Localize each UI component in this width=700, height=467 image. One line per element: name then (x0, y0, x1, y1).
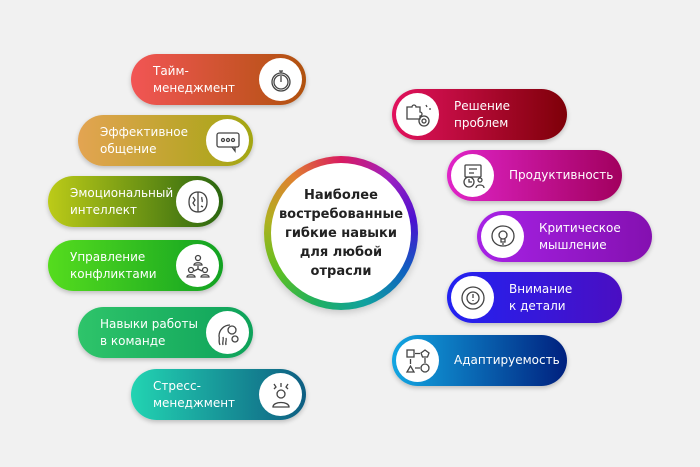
skill-label: Эмоциональный интеллект (70, 185, 174, 217)
skill-label: Стресс- менеджмент (153, 378, 236, 410)
skill-pill-right-2: Продуктивность (447, 150, 622, 201)
people-network-icon (176, 244, 219, 287)
skill-pill-right-5: Адаптируемость (392, 335, 567, 386)
skill-pill-left-5: Навыки работы в команде (78, 307, 253, 358)
lightbulb-brain-icon (481, 215, 524, 258)
skill-label: Продуктивность (509, 168, 614, 182)
skill-label: Управление конфликтами (70, 249, 157, 281)
center-circle: Наиболее востребованные гибкие навыки дл… (264, 156, 418, 310)
center-title: Наиболее востребованные гибкие навыки дл… (278, 187, 404, 279)
skill-label: Адаптируемость (454, 353, 560, 367)
productivity-icon (451, 154, 494, 197)
heads-gears-icon (206, 311, 249, 354)
brain-icon (176, 180, 219, 223)
skill-pill-left-2: Эффективное общение (78, 115, 253, 166)
skill-pill-right-1: Решение проблем (392, 89, 567, 140)
skill-label: Тайм- менеджмент (153, 63, 236, 95)
skill-pill-left-3: Эмоциональный интеллект (48, 176, 223, 227)
skill-pill-left-6: Стресс- менеджмент (131, 369, 306, 420)
skill-label: Внимание к детали (509, 281, 573, 313)
skill-pill-right-4: Внимание к детали (447, 272, 622, 323)
skill-label: Решение проблем (454, 98, 511, 130)
skill-pill-left-1: Тайм- менеджмент (131, 54, 306, 105)
skill-label: Критическое мышление (539, 220, 621, 252)
skill-label: Эффективное общение (100, 124, 188, 156)
stressed-person-icon (259, 373, 302, 416)
puzzle-gear-icon (396, 93, 439, 136)
skill-pill-right-3: Критическое мышление (477, 211, 652, 262)
skill-label: Навыки работы в команде (100, 316, 198, 348)
chat-bubble-icon (206, 119, 249, 162)
skill-pill-left-4: Управление конфликтами (48, 240, 223, 291)
shapes-flow-icon (396, 339, 439, 382)
stopwatch-icon (259, 58, 302, 101)
attention-icon (451, 276, 494, 319)
